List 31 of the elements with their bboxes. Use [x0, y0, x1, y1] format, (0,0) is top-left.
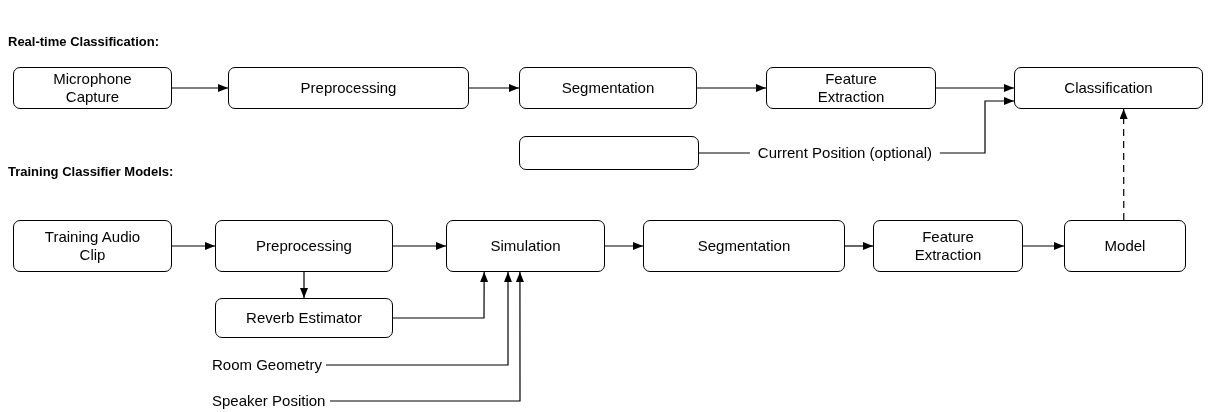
arrow — [392, 271, 489, 319]
arrow — [329, 271, 524, 402]
arrow — [171, 84, 229, 92]
section-heading: Real-time Classification: — [8, 34, 159, 50]
section-heading: Training Classifier Models: — [8, 164, 174, 180]
arrow — [1022, 242, 1065, 250]
arrow — [604, 242, 644, 250]
process-box: Simulation — [446, 220, 605, 272]
input-label: Room Geometry — [212, 354, 326, 376]
arrow — [935, 84, 1015, 92]
process-box: Model — [1064, 220, 1186, 272]
arrow — [300, 271, 308, 299]
arrow — [325, 271, 512, 366]
process-box: Segmentation — [643, 220, 845, 272]
process-box: Feature Extraction — [766, 67, 936, 109]
process-box: Reverb Estimator — [215, 298, 393, 338]
process-box: Microphone Capture — [13, 67, 172, 109]
arrow — [696, 84, 767, 92]
arrow — [468, 84, 520, 92]
process-box: Segmentation — [519, 67, 697, 109]
process-box: Training Audio Clip — [13, 220, 172, 272]
dashed-arrow — [1119, 108, 1128, 221]
arrow — [844, 242, 874, 250]
process-box: Feature Extraction — [873, 220, 1023, 272]
process-box — [519, 136, 699, 170]
arrow — [392, 242, 447, 250]
process-box: Classification — [1014, 67, 1203, 109]
process-box: Preprocessing — [228, 67, 469, 109]
input-label: Speaker Position — [212, 391, 330, 411]
arrow — [171, 242, 216, 250]
process-box: Preprocessing — [215, 220, 393, 272]
